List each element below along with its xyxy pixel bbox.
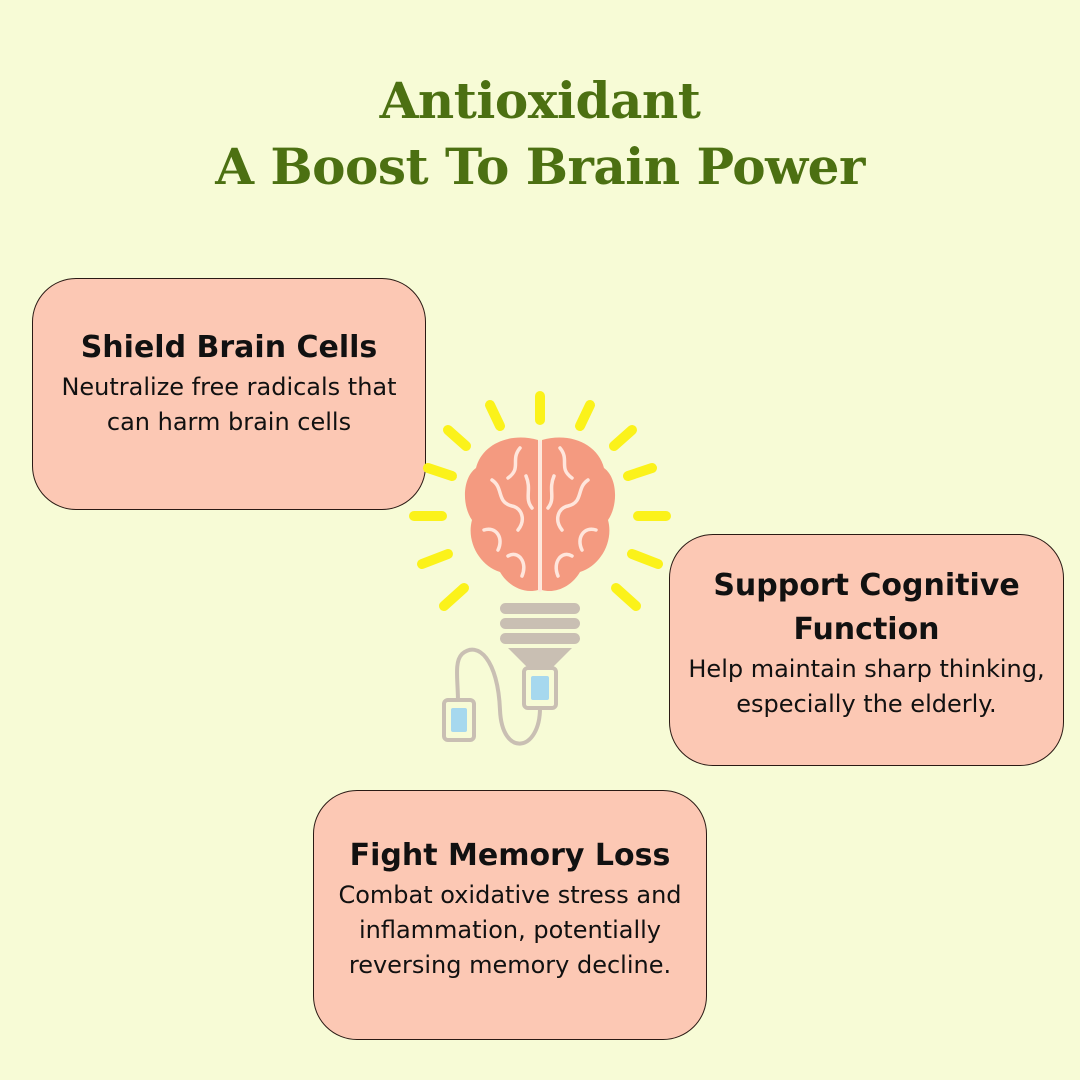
card-description: Help maintain sharp thinking, especially… bbox=[688, 655, 1045, 718]
usb-cable bbox=[442, 647, 558, 746]
card-title: Support Cognitive Function bbox=[713, 568, 1020, 647]
card-description: Neutralize free radicals that can harm b… bbox=[61, 373, 397, 436]
card-shield-brain-cells: Shield Brain Cells Neutralize free radic… bbox=[32, 278, 426, 510]
brain-shape bbox=[464, 437, 616, 592]
light-rays bbox=[409, 391, 671, 611]
page-title: Antioxidant A Boost To Brain Power bbox=[0, 68, 1080, 200]
card-title: Shield Brain Cells bbox=[80, 330, 378, 365]
card-fight-memory-loss: Fight Memory Loss Combat oxidative stres… bbox=[313, 790, 707, 1040]
bulb-base bbox=[500, 603, 580, 668]
card-description: Combat oxidative stress and inflammation… bbox=[338, 880, 682, 979]
card-title: Fight Memory Loss bbox=[349, 837, 671, 873]
brain-lightbulb-icon bbox=[409, 391, 671, 746]
title-line-1: Antioxidant bbox=[379, 71, 701, 130]
title-line-2: A Boost To Brain Power bbox=[215, 137, 865, 196]
card-support-cognitive-function: Support Cognitive Function Help maintain… bbox=[669, 534, 1064, 766]
